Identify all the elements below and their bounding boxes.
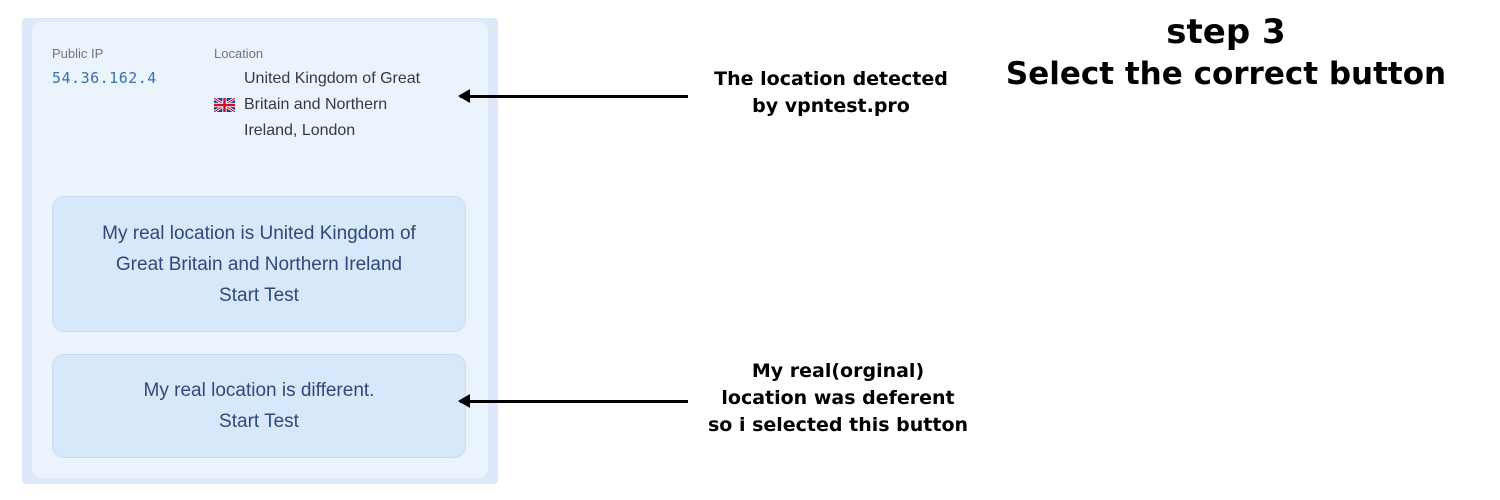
button-line: My real location is different. bbox=[143, 380, 375, 401]
location-value: United Kingdom of Great Britain and Nort… bbox=[244, 66, 474, 144]
button-line: Great Britain and Northern Ireland bbox=[115, 253, 403, 275]
arrow-left-icon bbox=[458, 89, 688, 103]
annotation-line: location was deferent bbox=[721, 387, 955, 409]
public-ip-value: 54.36.162.4 bbox=[52, 69, 157, 87]
step-heading: step 3 Select the correct button bbox=[1000, 10, 1452, 94]
real-location-different-button[interactable]: My real location is different. Start Tes… bbox=[52, 354, 466, 458]
location-label: Location bbox=[214, 46, 264, 61]
annotation-line: The location detected bbox=[714, 68, 948, 90]
arrow-left-icon bbox=[458, 394, 688, 408]
annotation-selected-button: My real(orginal) location was deferent s… bbox=[688, 358, 988, 439]
uk-flag-icon bbox=[214, 98, 235, 112]
vpntest-panel: Public IP 54.36.162.4 Location United Ki… bbox=[22, 18, 498, 484]
annotation-detected-location: The location detected by vpntest.pro bbox=[696, 66, 966, 120]
annotation-line: by vpntest.pro bbox=[752, 95, 910, 117]
real-location-same-button[interactable]: My real location is United Kingdom of Gr… bbox=[52, 196, 466, 332]
location-line: Ireland, London bbox=[244, 122, 356, 139]
annotation-line: My real(orginal) bbox=[751, 360, 925, 382]
connection-info-card: Public IP 54.36.162.4 Location United Ki… bbox=[32, 22, 488, 172]
step-subtitle: Select the correct button bbox=[1005, 56, 1447, 92]
public-ip-label: Public IP bbox=[52, 46, 104, 61]
annotation-line: so i selected this button bbox=[707, 414, 969, 436]
location-line: Britain and Northern bbox=[244, 96, 388, 113]
panel-content: Public IP 54.36.162.4 Location United Ki… bbox=[32, 22, 488, 478]
step-number: step 3 bbox=[1166, 12, 1286, 52]
button-line: My real location is United Kingdom of bbox=[102, 222, 416, 244]
button-line: Start Test bbox=[219, 411, 299, 432]
location-line: United Kingdom of Great bbox=[244, 70, 421, 87]
button-line: Start Test bbox=[219, 284, 299, 306]
